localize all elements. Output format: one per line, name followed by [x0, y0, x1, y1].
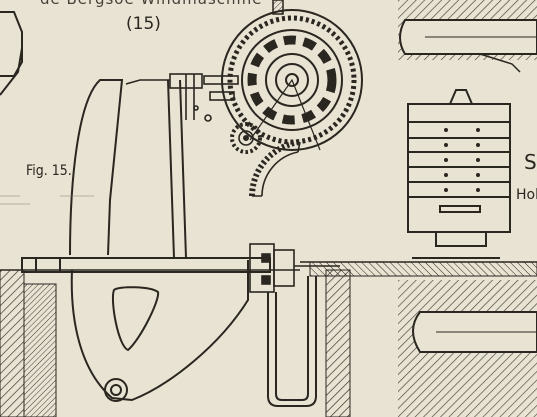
bearing-block	[249, 243, 340, 293]
small-gear-top	[230, 122, 262, 154]
plate-heading: de Bergsöe Windmaschine	[40, 0, 262, 8]
top-right-tube	[398, 0, 537, 73]
side-label-hoh: Hoh	[516, 187, 537, 203]
instrument-box-dots	[444, 128, 480, 192]
bleed-through-marks	[0, 195, 94, 205]
u-tube	[267, 276, 317, 407]
top-column	[272, 0, 284, 15]
bottom-right-tube	[398, 280, 537, 417]
plate-number: (15)	[126, 14, 161, 34]
instrument-box	[407, 89, 511, 259]
figure-caption: Fig. 15.	[26, 163, 72, 179]
gear-segment	[249, 139, 301, 197]
large-gear	[221, 9, 363, 151]
spindle-assembly	[125, 73, 239, 122]
machine-frame	[69, 79, 249, 402]
ground-section	[0, 261, 537, 417]
top-left-bracket	[0, 11, 23, 96]
side-label-s: S	[524, 150, 537, 174]
